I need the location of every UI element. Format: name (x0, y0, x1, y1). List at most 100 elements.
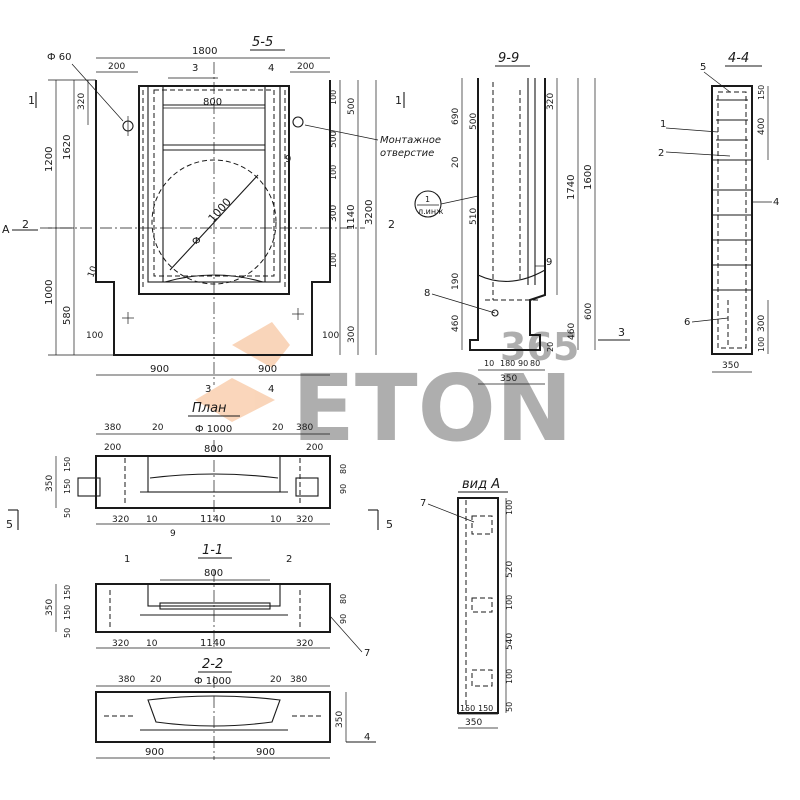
section-4-4: 4-4 150 400 300 100 350 5 1 2 4 6 (658, 51, 779, 373)
dim-900-left: 900 (150, 364, 169, 375)
section-5-5: 5-5 1800 200 200 3 4 1000 Ф (2, 35, 441, 395)
mark-4-44: 4 (773, 197, 779, 208)
dim-190-99: 190 (451, 273, 461, 290)
watermark-logo-icon (195, 378, 275, 422)
s11-dim-150-a: 150 (63, 585, 72, 600)
dim-320-left: 320 (77, 93, 87, 110)
plan-dim-1140: 1140 (200, 514, 225, 525)
dim-300-44: 300 (757, 315, 767, 332)
dim-460-99-right: 460 (567, 323, 577, 340)
plan-view: План Ф 1000 380 380 20 20 800 200 200 35… (6, 401, 393, 539)
plan-dim-380-left: 380 (104, 423, 121, 433)
s11-mark-1: 1 (124, 554, 130, 565)
dim-1600-99: 1600 (583, 165, 594, 190)
dim-200-right: 200 (297, 62, 314, 72)
mark-1-44: 1 (660, 119, 666, 130)
dim-180-99: 180 (500, 359, 515, 368)
mark-2-left: 2 (22, 218, 29, 231)
dim-300-right-2: 300 (347, 326, 357, 343)
mark-1-right: 1 (395, 94, 402, 107)
dim-1140-right: 1140 (346, 205, 357, 230)
plan-mark-9: 9 (170, 529, 176, 539)
mark-2-right: 2 (388, 218, 395, 231)
section-title-view-a: вид А (462, 477, 500, 492)
mark-4-bottom: 4 (268, 384, 274, 395)
dim-100-right-2: 100 (329, 165, 338, 180)
section-1-1: 1-1 1 2 800 350 150 150 50 80 90 320 10 … (45, 543, 370, 659)
s22-dim-380-left: 380 (118, 675, 135, 685)
va-dim-50: 50 (505, 702, 514, 712)
label-phi60: Ф 60 (47, 52, 72, 63)
s22-dim-380-right: 380 (290, 675, 307, 685)
s22-phi1000: Ф 1000 (194, 676, 231, 687)
plan-dim-10-right: 10 (270, 515, 282, 525)
dim-350-99: 350 (500, 374, 517, 384)
dim-90-99: 90 (518, 359, 528, 368)
s11-dim-350: 350 (45, 599, 55, 616)
dim-460-99: 460 (451, 315, 461, 332)
label-mounting-hole-1: Монтажное (380, 135, 441, 146)
dim-1800: 1800 (192, 46, 217, 57)
plan-dim-200-right: 200 (306, 443, 323, 453)
dim-100-left: 100 (86, 331, 103, 341)
dim-100-right-3: 100 (329, 253, 338, 268)
mark-5-44: 5 (700, 62, 706, 73)
plan-dim-50: 50 (63, 508, 72, 518)
dim-1620-left: 1620 (62, 135, 73, 160)
dim-1000-left: 1000 (44, 280, 55, 305)
s22-dim-350: 350 (335, 711, 345, 728)
dim-800-inner: 800 (203, 97, 222, 108)
dim-300-right-1: 300 (329, 205, 339, 222)
section-title-1-1: 1-1 (202, 543, 223, 558)
section-title-plan: План (192, 401, 227, 416)
s22-dim-20-right: 20 (270, 675, 282, 685)
va-dim-540: 540 (505, 633, 515, 650)
dim-400-44: 400 (757, 118, 767, 135)
va-dim-100-2: 100 (505, 595, 514, 610)
dim-20-99-right: 20 (546, 342, 555, 352)
mark-3-top: 3 (192, 63, 198, 74)
mark-9-99: 9 (546, 257, 552, 268)
dim-100-right-4: 100 (322, 331, 339, 341)
mark-3-99: 3 (618, 326, 625, 339)
section-title-2-2: 2-2 (202, 657, 223, 672)
section-2-2: 2-2 Ф 1000 380 380 20 20 350 4 900 900 (95, 657, 376, 760)
plan-mark-5-right: 5 (386, 518, 393, 531)
section-9-9: 9-9 690 500 20 510 190 460 320 1740 1600… (414, 51, 630, 385)
plan-phi1000: Ф 1000 (195, 424, 232, 435)
mark-9-frame: 9 (285, 154, 291, 165)
dim-580-left: 580 (62, 306, 73, 325)
dim-100-right-1: 100 (329, 90, 338, 105)
s11-dim-80: 80 (339, 594, 348, 604)
plan-dim-20-right: 20 (272, 423, 284, 433)
va-dim-100-1: 100 (505, 500, 514, 515)
dim-500-right-1: 500 (347, 98, 357, 115)
dim-500-right-2: 500 (329, 131, 339, 148)
mark-8: 8 (424, 288, 430, 299)
plan-dim-380-right: 380 (296, 423, 313, 433)
mark-4-top: 4 (268, 63, 274, 74)
s11-dim-320-left: 320 (112, 639, 129, 649)
dim-350-44: 350 (722, 361, 739, 371)
dim-3200-right: 3200 (364, 200, 375, 225)
s11-dim-50: 50 (63, 628, 72, 638)
plan-dim-90: 90 (339, 484, 348, 494)
s11-dim-90: 90 (339, 614, 348, 624)
plan-dim-320-right: 320 (296, 515, 313, 525)
dim-510-99: 510 (469, 208, 479, 225)
dim-150-44: 150 (757, 85, 766, 100)
watermark-brand: ETON (292, 355, 573, 462)
dim-10-left: 10 (86, 265, 99, 279)
s11-dim-150-b: 150 (63, 605, 72, 620)
plan-dim-10-left: 10 (146, 515, 158, 525)
dim-1000-circle: 1000 (206, 196, 234, 226)
s22-dim-900-right: 900 (256, 747, 275, 758)
arrow-a: А (2, 223, 10, 236)
va-mark-7: 7 (420, 498, 426, 509)
s11-mark-2: 2 (286, 554, 292, 565)
mark-1-left: 1 (28, 94, 35, 107)
va-dim-150-b: 150 (478, 704, 493, 713)
watermark-logo-icon (232, 322, 290, 368)
plan-dim-320-left: 320 (112, 515, 129, 525)
watermark: ETON 365 (195, 322, 579, 462)
